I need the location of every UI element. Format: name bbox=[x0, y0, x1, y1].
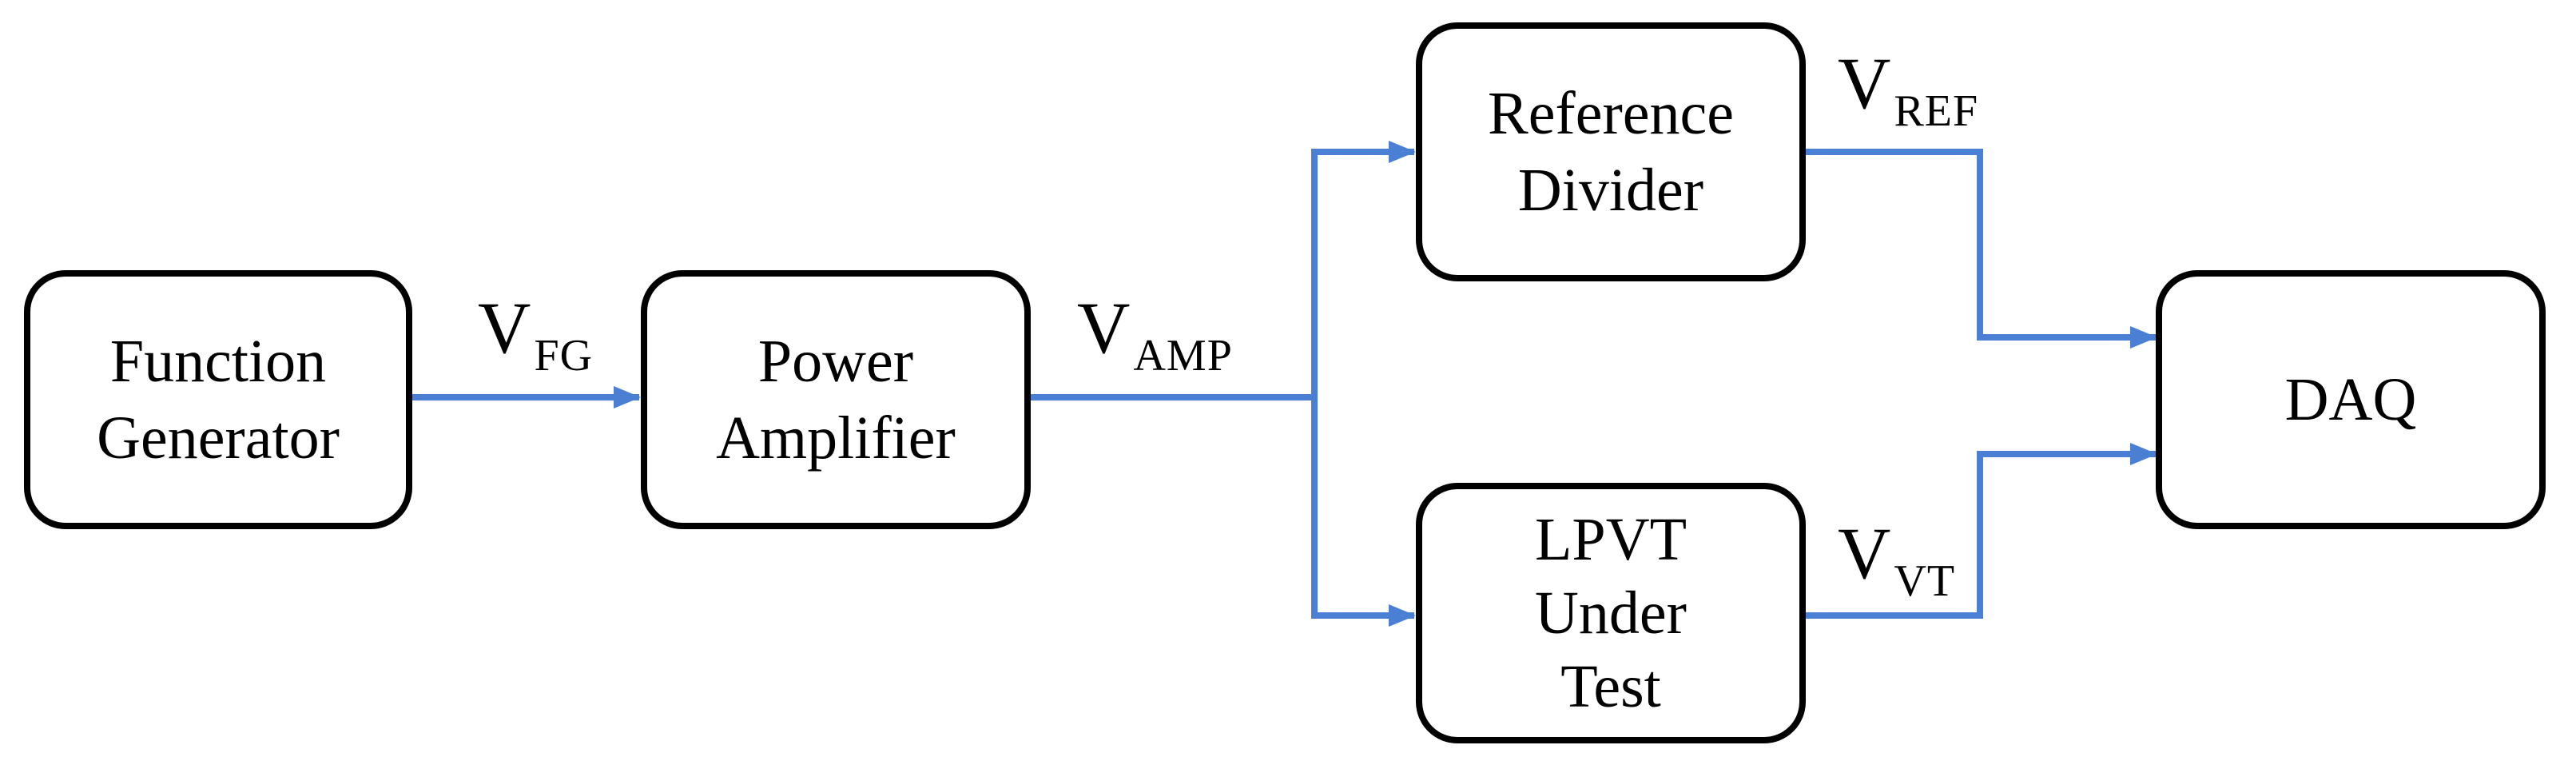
function-generator-line2: Generator bbox=[97, 404, 340, 472]
reference-divider-line1: Reference bbox=[1488, 80, 1734, 147]
lpvt-under-test-line2: Under bbox=[1535, 580, 1687, 647]
connector-lpvt-to-daq bbox=[1803, 443, 2157, 619]
signal-label-v-vt-sub: VT bbox=[1894, 556, 1956, 606]
connector-junction-to-reference-divider bbox=[1311, 141, 1416, 397]
power-amplifier-block: Power Amplifier bbox=[641, 270, 1031, 529]
signal-label-v-fg: VFG bbox=[478, 287, 594, 380]
signal-label-v-fg-sub: FG bbox=[534, 331, 594, 380]
lpvt-under-test-block: LPVT Under Test bbox=[1416, 483, 1806, 743]
power-amplifier-line2: Amplifier bbox=[716, 404, 956, 472]
signal-label-v-ref: VREF bbox=[1838, 42, 1979, 136]
signal-label-v-ref-main: V bbox=[1838, 42, 1891, 124]
signal-label-v-fg-main: V bbox=[478, 287, 531, 369]
function-generator-line1: Function bbox=[109, 328, 327, 395]
signal-label-v-vt-main: V bbox=[1838, 512, 1891, 594]
lpvt-under-test-line1: LPVT bbox=[1535, 506, 1687, 573]
daq-label: DAQ bbox=[2284, 366, 2417, 433]
signal-label-v-amp-main: V bbox=[1077, 287, 1131, 369]
signal-label-v-ref-sub: REF bbox=[1894, 86, 1979, 136]
connector-junction-to-lpvt bbox=[1311, 397, 1416, 627]
signal-label-v-vt: VVT bbox=[1838, 512, 1956, 606]
lpvt-under-test-line3: Test bbox=[1560, 653, 1661, 720]
daq-block: DAQ bbox=[2156, 270, 2546, 529]
connector-reference-divider-to-daq bbox=[1803, 149, 2157, 349]
function-generator-block: Function Generator bbox=[24, 270, 412, 529]
reference-divider-line2: Divider bbox=[1517, 157, 1704, 224]
power-amplifier-line1: Power bbox=[757, 328, 914, 395]
signal-label-v-amp-sub: AMP bbox=[1133, 331, 1233, 380]
signal-label-v-amp: VAMP bbox=[1077, 287, 1233, 380]
reference-divider-block: Reference Divider bbox=[1416, 22, 1806, 281]
